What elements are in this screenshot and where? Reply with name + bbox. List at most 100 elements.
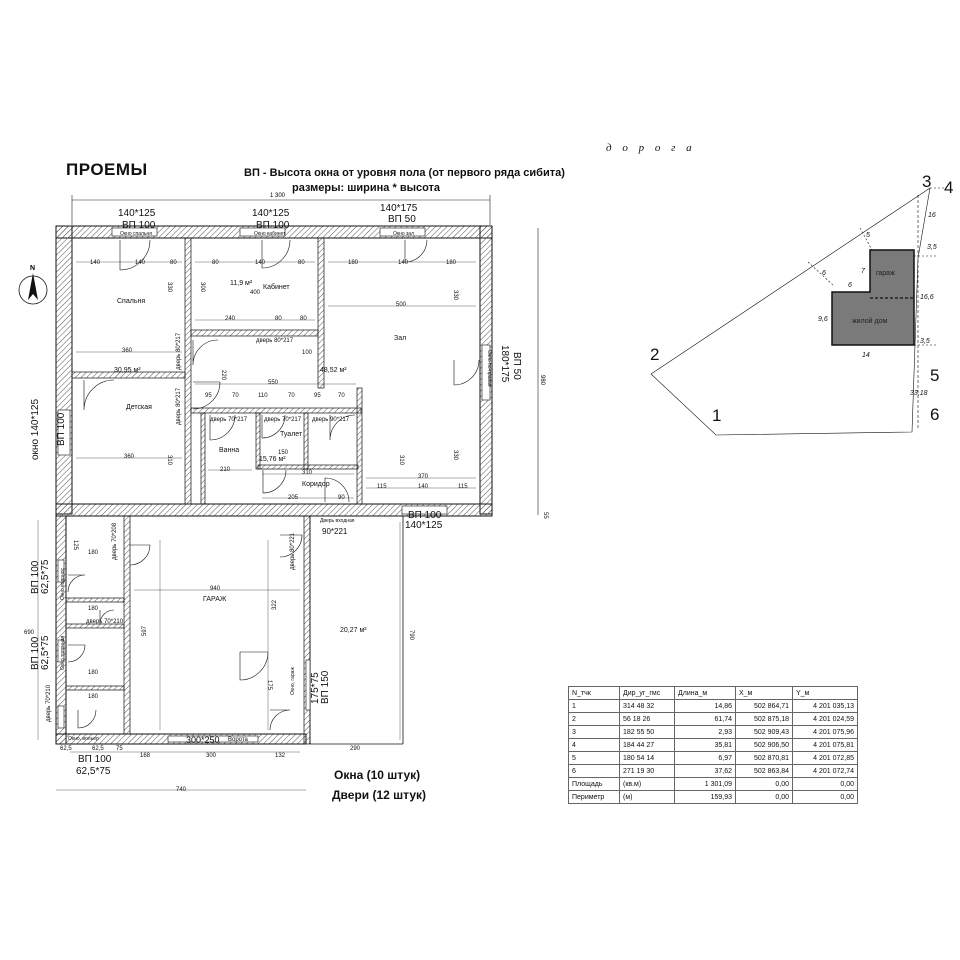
- dim-garage-width: 740: [176, 787, 187, 793]
- table-cell: 2,93: [674, 725, 736, 739]
- dim-110: 110: [258, 393, 268, 399]
- site-dim-a: 16: [928, 212, 936, 219]
- table-cell: 6,97: [674, 751, 736, 765]
- table-cell: (м): [619, 790, 675, 804]
- table-cell: 3: [568, 725, 620, 739]
- dim-550: 550: [268, 380, 279, 386]
- dim-115a: 115: [377, 484, 387, 490]
- dim-70b: 70: [288, 393, 295, 399]
- table-cell: 502 863,84: [735, 764, 793, 778]
- table-cell: 61,74: [674, 712, 736, 726]
- table-cell: 14,86: [674, 699, 736, 713]
- door-toilet: дверь 70*217: [264, 417, 302, 423]
- w-g3-name: Окно, вольер: [68, 736, 99, 742]
- road-label: д о р о г а: [606, 142, 696, 154]
- area-annex: 20,27 м²: [340, 627, 367, 634]
- table-cell: 314 48 32: [619, 699, 675, 713]
- w-bedroom-vp: ВП 100: [122, 220, 156, 231]
- room-corridor: Коридор: [302, 481, 330, 488]
- table-cell: 502 870,81: [735, 751, 793, 765]
- table-cell: 4 201 075,96: [792, 725, 858, 739]
- w-g3-vp: ВП 100: [78, 754, 112, 765]
- dim-overall-width: 1 300: [270, 193, 286, 199]
- table-cell: Площадь: [568, 777, 620, 791]
- table-cell: 4 201 024,59: [792, 712, 858, 726]
- north-arrow: N: [18, 265, 48, 305]
- gate-size: 300*250: [186, 735, 220, 745]
- dim-140c: 140: [255, 260, 266, 266]
- site-point-4: 4: [944, 178, 954, 197]
- table-cell: 271 19 30: [619, 764, 675, 778]
- table-cell: 502 909,43: [735, 725, 793, 739]
- room-kids: Детская: [126, 404, 152, 411]
- dim-95b: 95: [314, 393, 321, 399]
- dim-500: 500: [396, 302, 407, 308]
- table-cell: 6: [568, 764, 620, 778]
- site-house-label: жилой дом: [852, 318, 888, 325]
- dim-100: 100: [302, 350, 313, 356]
- legend-sizes: размеры: ширина * высота: [292, 182, 441, 194]
- site-point-3: 3: [922, 172, 932, 191]
- dim-80a: 80: [170, 260, 177, 266]
- door-boiler: дверь 70*210: [86, 619, 124, 625]
- w-g3-size: 62,5*75: [76, 766, 111, 777]
- site-point-6: 6: [930, 405, 940, 424]
- table-header-row: N_тчк Дир_уг_гмс Длина_м X_м Y_м: [568, 686, 858, 700]
- w-office-vp: ВП 100: [256, 220, 290, 231]
- dim-180b: 180: [446, 260, 457, 266]
- dim-180d: 180: [88, 606, 99, 612]
- table-cell: 4 201 072,85: [792, 751, 858, 765]
- dim-240: 240: [225, 316, 236, 322]
- site-dim-g: 16,6: [920, 294, 934, 301]
- dim-140d: 140: [398, 260, 409, 266]
- w-bedroom-name: Окно спальня: [120, 231, 152, 237]
- dim-80b: 80: [212, 260, 219, 266]
- area-bath: 15,76 м²: [259, 456, 286, 463]
- table-cell: 502 906,50: [735, 738, 793, 752]
- table-cell: 182 55 50: [619, 725, 675, 739]
- door-corridor: дверь 90*217: [312, 417, 350, 423]
- area-office: 11,9 м²: [230, 280, 253, 287]
- table-cell: 0,00: [735, 777, 793, 791]
- site-dim-i: 14: [862, 352, 870, 359]
- site-point-1: 1: [712, 406, 722, 425]
- room-garage: ГАРАЖ: [203, 596, 227, 603]
- table-cell: 4 201 072,74: [792, 764, 858, 778]
- dim-80e: 80: [300, 316, 307, 322]
- dim-150: 150: [278, 450, 289, 456]
- w-bedroom-size: 140*125: [118, 208, 156, 219]
- gate-name: Ворота: [228, 737, 248, 743]
- col-direction: Дир_уг_гмс: [619, 686, 675, 700]
- w-hall-vp: ВП 50: [388, 214, 416, 225]
- table-cell: 159,93: [674, 790, 736, 804]
- plan-title: ПРОЕМЫ: [66, 160, 148, 179]
- dim-360a: 360: [122, 348, 133, 354]
- site-plan: [650, 187, 946, 436]
- dim-210: 210: [220, 467, 231, 473]
- dim-940: 940: [210, 586, 221, 592]
- room-bath: Ванна: [219, 447, 240, 454]
- dim-140e: 140: [418, 484, 429, 490]
- table-cell: 4 201 035,13: [792, 699, 858, 713]
- door-office: дверь 80*217: [256, 338, 294, 344]
- dim-70c: 70: [338, 393, 345, 399]
- site-dim-d: 6: [822, 270, 826, 277]
- table-cell: 2: [568, 712, 620, 726]
- room-hall: Зал: [394, 335, 407, 342]
- table-cell: 1 301,09: [674, 777, 736, 791]
- door-entry-size: 90*221: [322, 527, 348, 536]
- dim-80d: 80: [275, 316, 282, 322]
- site-point-5: 5: [930, 366, 940, 385]
- svg-text:N: N: [30, 265, 35, 272]
- table-cell: 0,00: [735, 790, 793, 804]
- table-cell: 180 54 14: [619, 751, 675, 765]
- dim-310: 310: [302, 470, 313, 476]
- col-y: Y_м: [792, 686, 858, 700]
- door-entry-name: Дверь входная: [320, 518, 355, 524]
- dim-95a: 95: [205, 393, 212, 399]
- table-cell: 1: [568, 699, 620, 713]
- dim-290: 290: [350, 746, 361, 752]
